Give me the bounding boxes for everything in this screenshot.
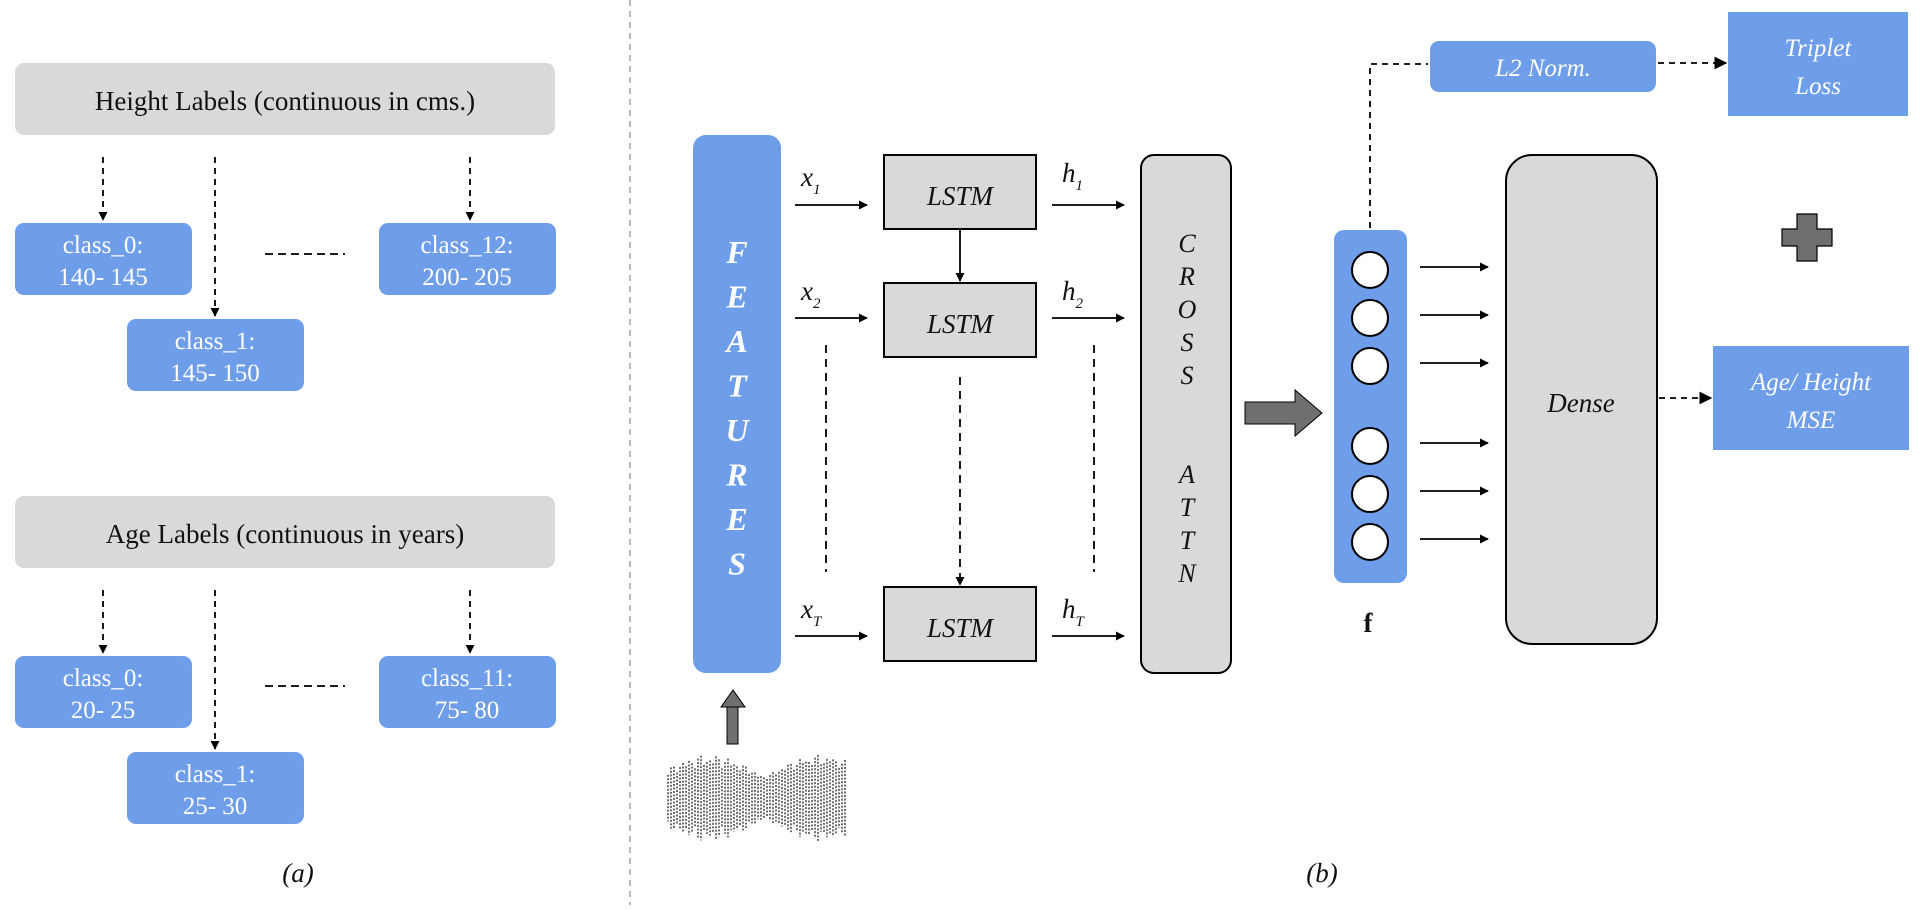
features-letter: E	[725, 501, 747, 537]
cross-letter: S	[1181, 328, 1194, 357]
input-x1: x1	[795, 162, 868, 210]
plus-icon	[1781, 213, 1833, 262]
l2-norm-label: L2 Norm.	[1494, 55, 1591, 82]
age-labels-header-box	[15, 496, 555, 568]
height-class-1-name: class_1:	[175, 328, 256, 355]
height-labels-header: Height Labels (continuous in cms.)	[95, 86, 475, 116]
block-arrow-icon	[720, 689, 746, 745]
input-x2: x2	[795, 276, 868, 323]
svg-text:x1: x1	[800, 162, 820, 198]
block-arrow-right-icon	[1244, 388, 1323, 438]
features-letter: F	[725, 234, 747, 270]
age-height-mse-box	[1713, 346, 1909, 450]
age-class-0-range: 20- 25	[71, 697, 136, 724]
attn-letter: T	[1180, 526, 1196, 555]
caption-a: (a)	[282, 858, 313, 888]
waveform-icon	[667, 754, 846, 842]
height-class-1-range: 145- 150	[170, 360, 260, 387]
svg-text:h2: h2	[1062, 276, 1084, 312]
svg-text:LSTM: LSTM	[926, 613, 995, 643]
cross-letter: O	[1178, 295, 1197, 324]
caption-b: (b)	[1306, 858, 1337, 888]
embedding-to-dense-arrows	[1420, 262, 1489, 544]
dense-block	[1505, 154, 1658, 645]
age-class-1-name: class_1:	[175, 761, 256, 788]
dense-label: Dense	[1546, 388, 1614, 418]
height-class-0-range: 140- 145	[58, 264, 148, 291]
features-letter: S	[728, 546, 746, 582]
attn-letter: A	[1177, 460, 1195, 489]
features-letter: A	[724, 323, 747, 359]
height-class-12-box: class_12: 200- 205	[379, 223, 556, 295]
embedding-node	[1351, 523, 1389, 561]
height-labels-header-box	[15, 63, 555, 135]
svg-text:h1: h1	[1062, 158, 1083, 194]
age-class-11-name: class_11:	[421, 665, 513, 692]
height-class-1-box: class_1: 145- 150	[127, 319, 304, 391]
mse-line1: Age/ Height	[1749, 369, 1872, 396]
triplet-loss-line2: Loss	[1794, 73, 1841, 100]
lstm-cell-T: LSTM	[883, 586, 1037, 662]
features-block	[693, 135, 781, 673]
features-letter: U	[725, 412, 750, 448]
attn-letter: T	[1180, 493, 1196, 522]
embedding-to-l2-dashed	[1369, 63, 1428, 228]
age-class-0-box: class_0: 20- 25	[15, 656, 192, 728]
cross-letter: C	[1178, 229, 1196, 258]
embedding-nodes	[1351, 251, 1389, 561]
age-class-11-range: 75- 80	[435, 697, 500, 724]
height-class-12-range: 200- 205	[422, 264, 512, 291]
lstm-cell-2: LSTM	[883, 282, 1037, 358]
age-labels-header: Age Labels (continuous in years)	[106, 519, 464, 549]
cross-letter: S	[1181, 361, 1194, 390]
embedding-label: f	[1364, 608, 1374, 638]
svg-text:LSTM: LSTM	[926, 181, 995, 211]
triplet-loss-line1: Triplet	[1785, 35, 1853, 62]
height-class-0-box: class_0: 140- 145	[15, 223, 192, 295]
embedding-node	[1351, 347, 1389, 385]
age-class-1-range: 25- 30	[183, 793, 248, 820]
embedding-node	[1351, 251, 1389, 289]
input-xT: xT	[795, 594, 868, 641]
attn-letter: N	[1177, 559, 1197, 588]
features-letter: E	[725, 279, 747, 315]
height-class-0-name: class_0:	[63, 232, 144, 259]
l2-norm-box	[1430, 41, 1656, 92]
svg-text:x2: x2	[800, 276, 821, 312]
features-letter: R	[725, 457, 747, 493]
embedding-node	[1351, 475, 1389, 513]
cross-letter: R	[1178, 262, 1195, 291]
age-class-0-name: class_0:	[63, 665, 144, 692]
height-class-12-name: class_12:	[420, 232, 513, 259]
hidden-h2: h2	[1052, 276, 1125, 323]
hidden-h1: h1	[1052, 158, 1125, 210]
mse-line2: MSE	[1786, 407, 1836, 434]
triplet-loss-box	[1728, 12, 1908, 116]
features-letter: T	[727, 368, 748, 404]
panel-a: Height Labels (continuous in cms.) class…	[15, 63, 556, 888]
embedding-node	[1351, 427, 1389, 465]
age-class-11-box: class_11: 75- 80	[379, 656, 556, 728]
hidden-hT: hT	[1052, 594, 1125, 641]
svg-text:hT: hT	[1062, 594, 1086, 630]
cross-attn-block	[1140, 154, 1232, 674]
embedding-node	[1351, 299, 1389, 337]
lstm-cell-1: LSTM	[883, 154, 1037, 230]
age-class-1-box: class_1: 25- 30	[127, 752, 304, 824]
svg-text:LSTM: LSTM	[926, 309, 995, 339]
svg-text:xT: xT	[800, 594, 823, 630]
